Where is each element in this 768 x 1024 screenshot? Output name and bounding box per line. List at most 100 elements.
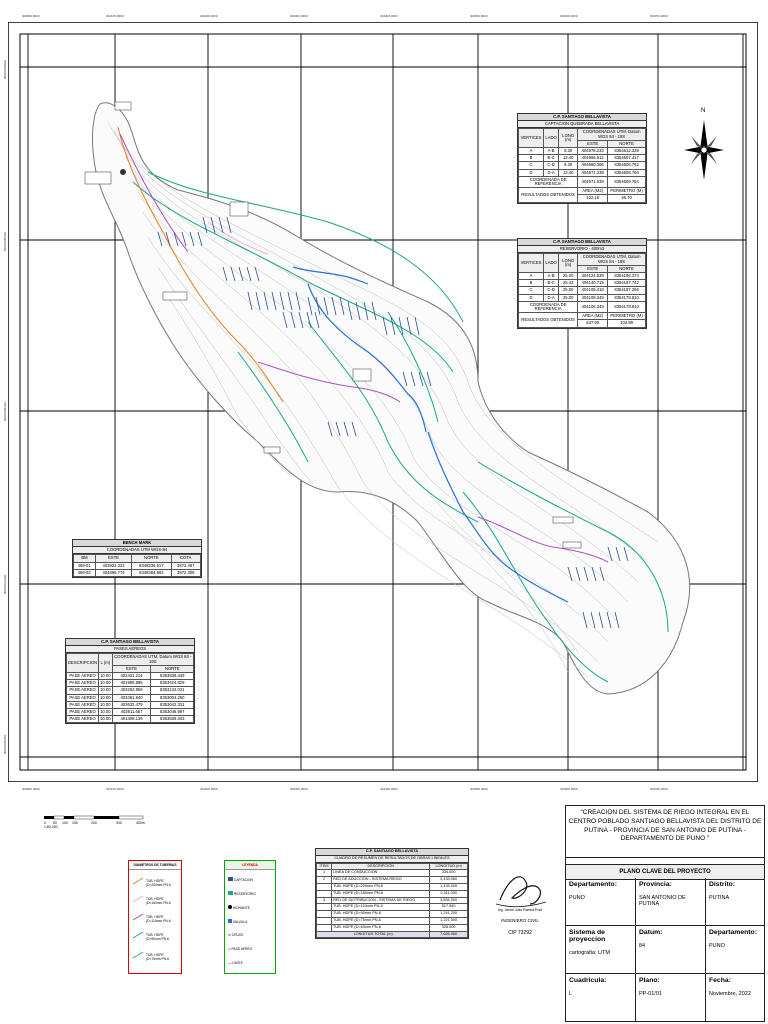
cell: D bbox=[517, 293, 545, 302]
cell: C-D bbox=[543, 286, 560, 295]
cell: PASE AEREO bbox=[65, 693, 100, 702]
cell: 3,433.060 bbox=[429, 876, 468, 884]
project-boundary bbox=[92, 102, 690, 695]
cell: 1 bbox=[315, 869, 333, 878]
legend-title: LEYENDA bbox=[225, 861, 275, 870]
cell: 404896.774 bbox=[95, 568, 133, 578]
bench-title: BENCH MARK bbox=[73, 540, 201, 548]
signature-role: INGENIERO CIVIL bbox=[501, 918, 539, 923]
north-label: N bbox=[701, 108, 706, 114]
col-header: L (m) bbox=[98, 653, 113, 674]
col-header: DESCRIPCION bbox=[331, 862, 431, 871]
fecha-value: Noviembre, 2022 bbox=[709, 991, 751, 997]
cell bbox=[315, 923, 333, 932]
cell: COORDENADA DE REFERENCIA bbox=[517, 300, 579, 314]
cell: 8353042.331 bbox=[150, 700, 194, 710]
cell: 25.00 bbox=[558, 293, 579, 302]
cell: A-B bbox=[543, 147, 560, 156]
legend-item: TUB. HDPE (D=110mm PN-6 bbox=[132, 913, 178, 923]
col-header: NORTE bbox=[607, 264, 646, 274]
cell: D-A bbox=[543, 168, 560, 177]
pases-subtitle: PASES AEREOS bbox=[66, 646, 194, 654]
resumen-table: C.P. SANTIAGO BELLAVISTA CUADRO DE RESUM… bbox=[315, 848, 469, 940]
cell: A-B bbox=[543, 272, 560, 281]
cell: 25.00 bbox=[558, 286, 579, 295]
cell: 8354507.417 bbox=[607, 154, 646, 163]
cuadricula-label: Cuadricula: bbox=[569, 977, 607, 984]
cell: TUB. HDPE (D=90mm PN-6 bbox=[331, 910, 431, 918]
cross-icon: ✕ bbox=[228, 933, 231, 937]
legend-label: HIDRANTE bbox=[232, 906, 250, 910]
captacion-table: C.P. SANTIAGO BELLAVISTA CAPTACION QUEBR… bbox=[517, 113, 647, 204]
irrigation-plots bbox=[157, 216, 629, 629]
cell: D-A bbox=[543, 293, 560, 302]
tick-label: 404600.0000 bbox=[560, 787, 578, 791]
valve-icon bbox=[228, 919, 232, 923]
cell: 517.540 bbox=[429, 903, 468, 912]
cell: 10.00 bbox=[98, 700, 113, 710]
cell: PERIMETRO (M) bbox=[607, 312, 646, 321]
legend-label: LIMITE bbox=[232, 961, 243, 965]
square-icon bbox=[228, 877, 233, 881]
captacion-subtitle: CAPTACION QUEBRADA BELLAVISTA bbox=[518, 121, 646, 129]
departamento-label: Departamento: bbox=[569, 881, 617, 888]
cell: 8354178.810 bbox=[607, 300, 646, 314]
coord-header: COORDENADAS UTM, Datum WGS 84 - 19S bbox=[111, 653, 195, 666]
cell: 8353048.997 bbox=[150, 708, 194, 717]
signature-cip: CIP 73292 bbox=[508, 930, 532, 936]
tick-label: 404500.0000 bbox=[470, 14, 488, 18]
tick-label: 404700.0000 bbox=[650, 14, 668, 18]
resumen-title: C.P. SANTIAGO BELLAVISTA bbox=[316, 849, 468, 856]
col-header: VERTICES bbox=[517, 253, 545, 274]
provincia-label: Provincia: bbox=[639, 881, 672, 888]
tick-label: 8354900.0000 bbox=[3, 232, 7, 252]
legend-label: CRUCE bbox=[231, 933, 244, 937]
coord-header: COORDENADAS UTM, Datum WGS 84 - 19S bbox=[577, 253, 646, 266]
cell bbox=[315, 882, 333, 891]
col-header: LONGITUD (m) bbox=[429, 862, 468, 871]
coord-header: COORDENADAS UTM, Datum WGS 84 - 19S bbox=[577, 128, 646, 141]
legend-label: TUB. HDPE (D=200mm PN-6 bbox=[146, 879, 171, 887]
cell: 8354196.374 bbox=[607, 272, 646, 281]
cuadricula-value: L bbox=[569, 991, 573, 997]
cell: 2 bbox=[315, 876, 333, 884]
tick-label: 404200.0000 bbox=[200, 787, 218, 791]
cell: 647.90 bbox=[577, 319, 609, 328]
col-header: LONG (m) bbox=[558, 128, 579, 149]
cell: C bbox=[517, 161, 545, 170]
legend-item: VALVULA bbox=[228, 919, 247, 924]
scale-bar: 0 50 100 150 200 300 400m 1:80,000 bbox=[44, 815, 145, 829]
left-tick-labels: 8355000.0000 8354900.0000 8354800.0000 8… bbox=[3, 0, 9, 1024]
cell: 8354167.742 bbox=[607, 279, 646, 288]
cell: 8353424.829 bbox=[150, 679, 194, 688]
cell: PASE AEREO bbox=[65, 715, 100, 724]
departamento-value: PUNO bbox=[569, 895, 585, 901]
top-tick-labels: 403800.0000 404100.0000 404200.0000 4043… bbox=[0, 14, 768, 20]
tick-label: 404700.0000 bbox=[650, 787, 668, 791]
legend-item: TUB. HDPE (D=90mm PN-6 bbox=[132, 931, 178, 941]
cell: 13.40 bbox=[558, 168, 579, 177]
legend-item: TUB. HDPE (D=75mm PN-6 bbox=[132, 951, 178, 961]
col-header: NORTE bbox=[607, 139, 646, 149]
scale-tick: 100 bbox=[62, 821, 68, 825]
col-header: LADO bbox=[543, 128, 560, 149]
cell: 1,433.000 bbox=[429, 882, 468, 891]
tick-label: 8354600.0000 bbox=[3, 735, 7, 755]
reservorio-table: C.P. SANTIAGO BELLAVISTA RESERVORIO - 40… bbox=[517, 238, 647, 329]
cell: 8348336.917 bbox=[131, 561, 172, 570]
cell: PASE AEREO bbox=[65, 700, 100, 710]
col-header: ITEM bbox=[315, 862, 333, 871]
datum-value: 84 bbox=[639, 943, 646, 949]
legend-item: TUB. HDPE (D=200mm PN-6 bbox=[132, 877, 178, 887]
cell: 401995.895 bbox=[111, 679, 152, 688]
